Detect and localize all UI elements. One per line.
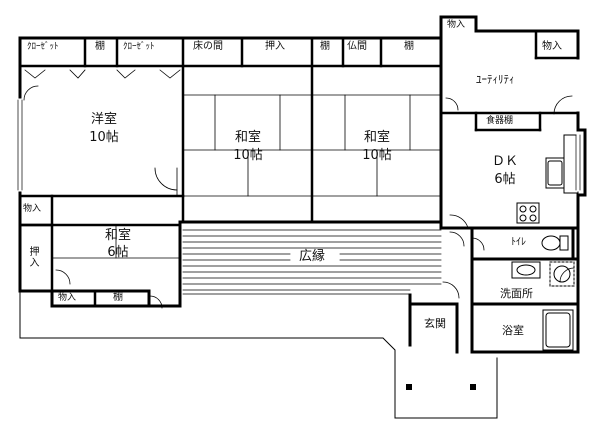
washroom-label: 洗面所 <box>500 287 533 300</box>
western-room-size: 10帖 <box>89 130 119 145</box>
toilet-fixture <box>541 235 569 251</box>
western-room-name: 洋室 <box>90 112 117 127</box>
monoire-top-right-label: 物入 <box>447 20 466 30</box>
entrance-steps <box>406 384 476 390</box>
monoire-left-label: 物入 <box>23 204 42 214</box>
windows <box>17 98 581 295</box>
monoire-bottom-label: 物入 <box>58 293 77 303</box>
shelf-label-1: 棚 <box>95 41 105 52</box>
japanese-room-1-size: 10帖 <box>233 148 263 163</box>
entrance-label: 玄関 <box>424 317 446 330</box>
japanese-room-1-name: 和室 <box>234 130 261 145</box>
washroom-fixtures <box>511 261 575 287</box>
tatami-lines <box>51 94 442 259</box>
exterior-walls <box>18 15 587 354</box>
shelf-label-3: 棚 <box>404 41 414 52</box>
oshiire-left-label: 押入 <box>27 246 38 268</box>
monoire-right-label: 物入 <box>542 41 562 52</box>
japanese-room-2-name: 和室 <box>363 130 390 145</box>
shelf-bottom-label: 棚 <box>113 292 123 303</box>
interior-walls <box>18 29 580 308</box>
bath-label: 浴室 <box>502 324 524 337</box>
japanese-room-small-name: 和室 <box>104 228 131 243</box>
oshiire-top-label: 押入 <box>265 41 285 52</box>
terrace-outline <box>19 292 498 419</box>
closet-label-2: ｸﾛｰｾﾞｯﾄ <box>123 42 155 52</box>
door-swings <box>23 69 575 309</box>
japanese-room-small-size: 6帖 <box>107 245 129 260</box>
tokonoma-label: 床の間 <box>193 41 223 52</box>
veranda-label: 広縁 <box>297 249 328 264</box>
bath-fixture <box>542 309 574 351</box>
veranda-boards <box>182 229 442 285</box>
shelf-label-2: 棚 <box>320 41 330 52</box>
butsuma-label: 仏間 <box>347 41 367 52</box>
kitchen-fixtures <box>516 134 579 224</box>
closet-label-1: ｸﾛｰｾﾞｯﾄ <box>27 42 59 52</box>
dk-name: ＤＫ <box>491 154 518 169</box>
japanese-room-2-size: 10帖 <box>362 148 392 163</box>
cupboard-label: 食器棚 <box>486 116 514 126</box>
toilet-label: ﾄｲﾚ <box>511 237 526 248</box>
dk-size: 6帖 <box>494 172 516 187</box>
utility-label: ﾕｰﾃｨﾘﾃｨ <box>476 73 515 86</box>
